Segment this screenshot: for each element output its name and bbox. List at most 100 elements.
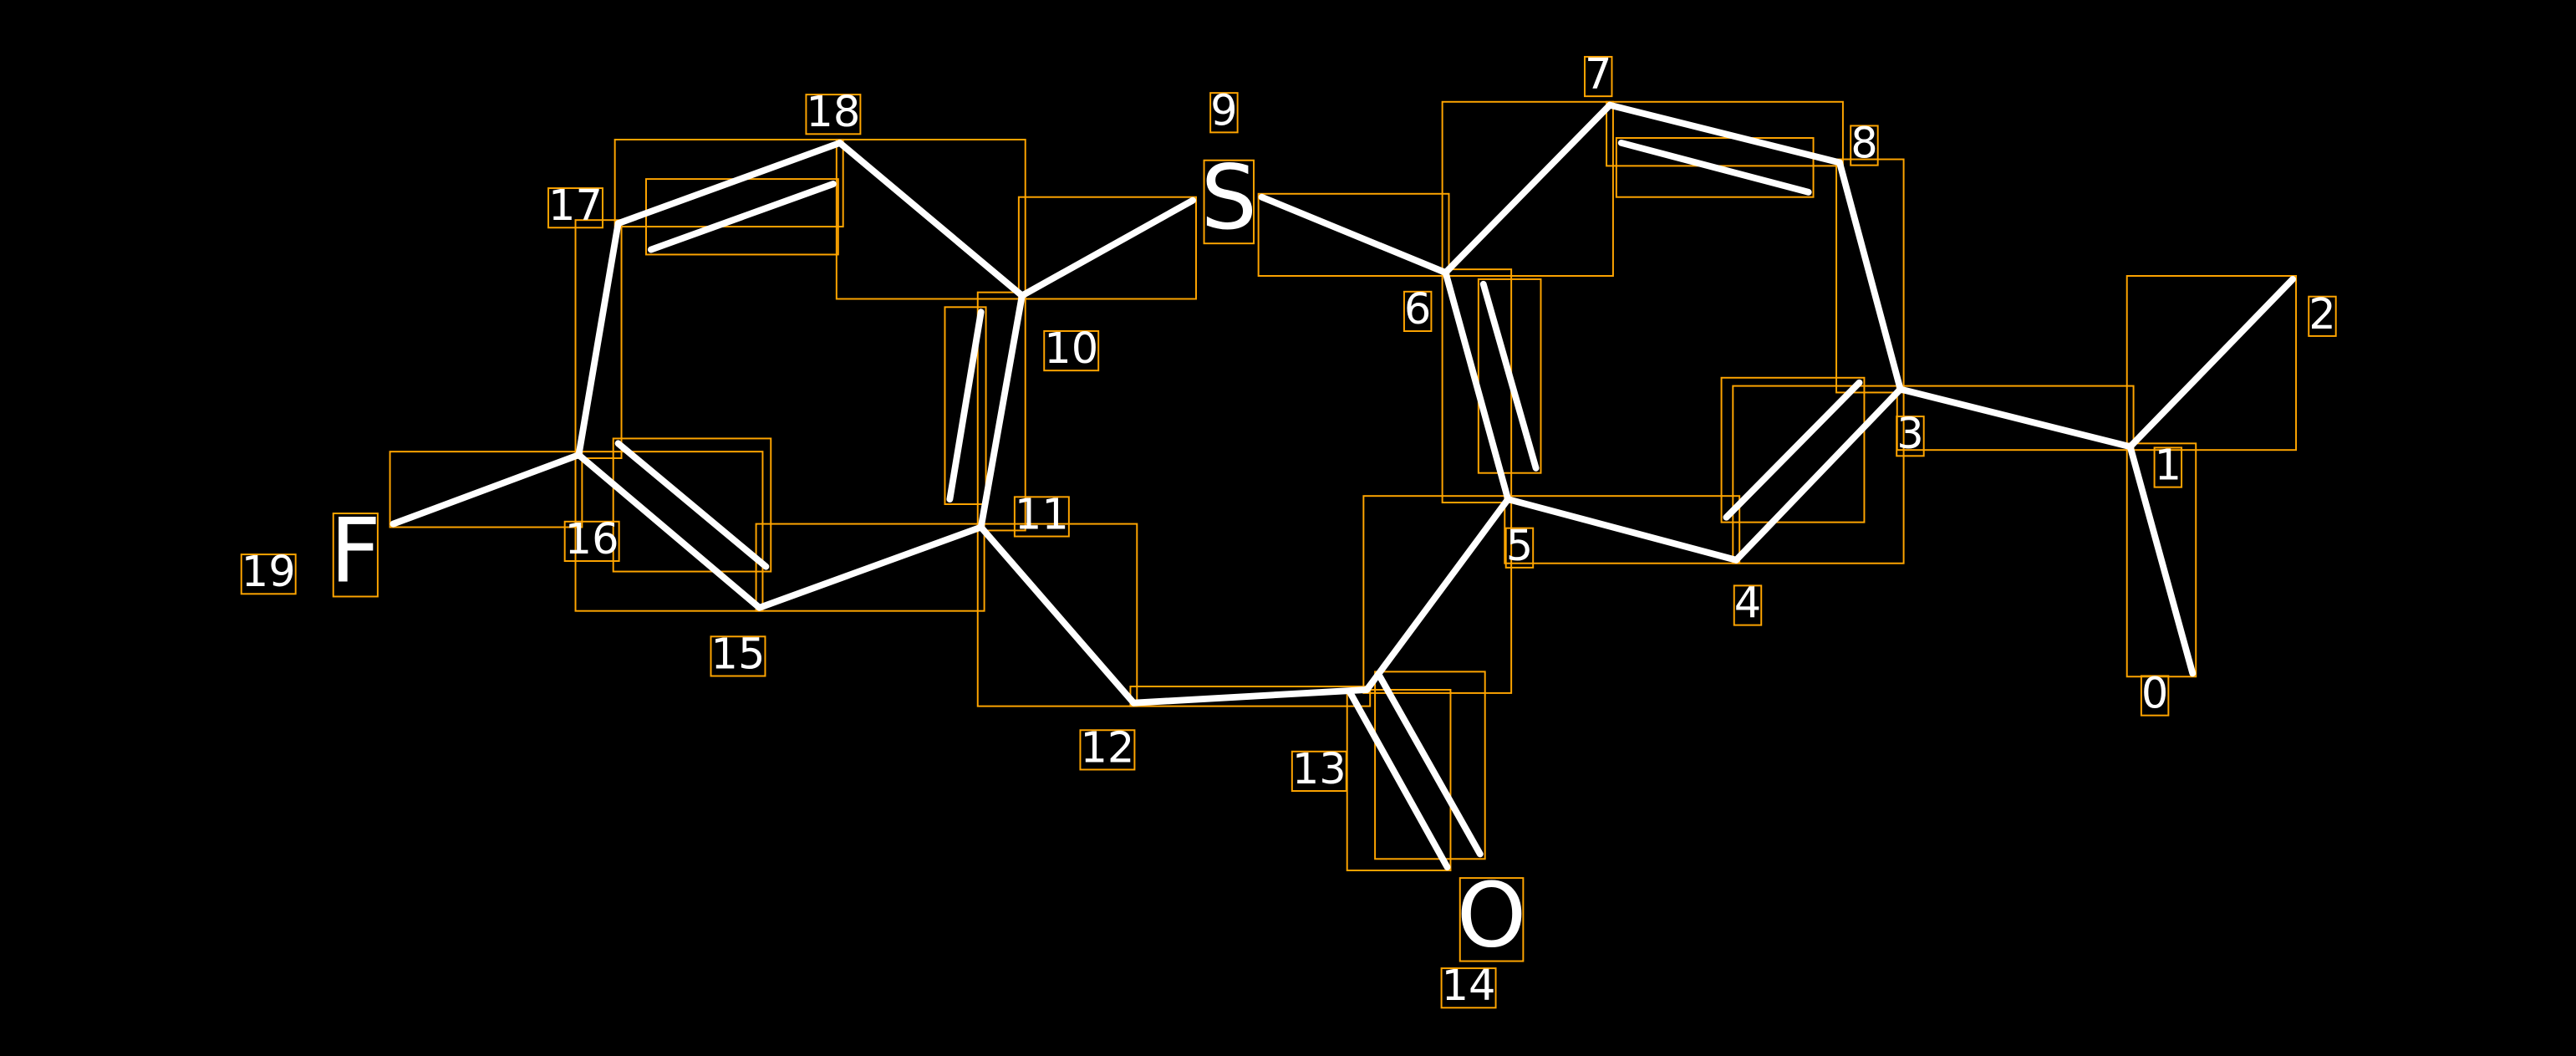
bond-13-5 — [1363, 496, 1512, 693]
atom-index-box — [1403, 290, 1433, 333]
bond-box-4-3-second — [1720, 376, 1866, 523]
bond-box-15-11 — [755, 523, 985, 612]
bond-box-8-7-second — [1615, 137, 1815, 198]
bond-box-13-5 — [1362, 495, 1513, 694]
bond-11-10 — [977, 292, 1026, 531]
bond-16-15-second-line — [614, 440, 770, 570]
atom-index-box — [1440, 967, 1497, 1009]
bond-box-8-7 — [1606, 100, 1844, 167]
atom-index-19: 19 — [242, 548, 296, 597]
atom-index-box — [1733, 584, 1763, 626]
atom-index-13: 13 — [1292, 745, 1347, 794]
atom-index-box — [563, 520, 620, 562]
atom-index-0: 0 — [2141, 670, 2168, 719]
bond-8-7 — [1606, 101, 1843, 166]
bond-box-4-3 — [1732, 385, 1905, 564]
atom-index-10: 10 — [1044, 324, 1098, 374]
bonds — [389, 101, 2297, 871]
bond-5-4 — [1504, 496, 1740, 564]
atom-index-box — [1291, 750, 1347, 792]
bond-box-5-6-second — [1477, 278, 1542, 474]
bond-box-3-8 — [1835, 158, 1905, 394]
atom-index-box — [1504, 527, 1535, 569]
bond-9-10 — [1018, 196, 1197, 299]
bond-box-1-2 — [2125, 275, 2298, 451]
bond-18-17-second-line — [647, 181, 837, 253]
bond-17-16 — [575, 220, 622, 459]
bond-18-17 — [614, 139, 843, 227]
atom-index-box — [1043, 329, 1100, 372]
bond-16-19 — [389, 451, 583, 528]
bond-4-3 — [1733, 385, 1904, 564]
bond-box-5-4 — [1504, 495, 1741, 564]
atom-symbol-O: O — [1457, 865, 1526, 967]
atom-index-box — [1079, 729, 1136, 771]
atom-index-box — [240, 554, 297, 595]
bond-13-14-second-line — [1377, 673, 1484, 858]
bond-box-11-10 — [976, 291, 1026, 532]
atom-index-4: 4 — [1734, 579, 1761, 629]
bond-15-11 — [756, 523, 985, 611]
bond-box-11-12 — [976, 523, 1138, 707]
bond-1-2 — [2126, 275, 2297, 451]
bond-box-13-14-second — [1374, 671, 1486, 860]
atom-index-14: 14 — [1442, 962, 1496, 1011]
atom-symbol-S: S — [1201, 147, 1257, 250]
atom-index-box — [710, 635, 766, 677]
bond-box-16-15 — [574, 451, 764, 612]
bond-box-9-10 — [1017, 196, 1197, 300]
bond-8-7-second-line — [1617, 139, 1812, 196]
atom-index-17: 17 — [548, 181, 603, 231]
atom-index-box — [1896, 416, 1925, 457]
bond-5-6-second-line — [1479, 280, 1540, 472]
bond-11-12 — [977, 523, 1138, 707]
bond-box-17-16 — [574, 219, 623, 460]
atom-symbol-box — [1203, 159, 1255, 245]
atom-index-15: 15 — [710, 630, 765, 679]
atom-index-5: 5 — [1506, 522, 1533, 571]
bond-4-3-second-line — [1723, 379, 1863, 521]
atom-index-box — [2153, 446, 2183, 488]
atom-index-12: 12 — [1080, 723, 1134, 773]
bond-box-11-10-second — [944, 306, 987, 506]
atom-symbol-F: F — [330, 500, 381, 603]
atom-index-box — [547, 187, 603, 229]
atom-index-box — [2140, 675, 2170, 717]
bond-box-6-9 — [1257, 192, 1450, 277]
bond-box-16-15-second — [612, 437, 772, 573]
bond-1-3 — [1896, 385, 2134, 451]
bond-6-9 — [1258, 193, 1449, 276]
bond-0-1 — [2126, 443, 2197, 677]
atom-index-box — [1013, 496, 1070, 538]
atom-symbol-box — [332, 513, 379, 598]
bounding-boxes — [240, 55, 2337, 1009]
atom-index-7: 7 — [1585, 50, 1611, 99]
atom-index-1: 1 — [2155, 441, 2181, 491]
atom-index-3: 3 — [1896, 410, 1923, 459]
bond-5-6 — [1442, 269, 1512, 503]
bond-box-7-6 — [1441, 100, 1614, 277]
bond-11-10-second-line — [946, 309, 985, 503]
atom-index-box — [1584, 55, 1613, 98]
bond-12-13 — [1130, 686, 1371, 707]
atom-index-18: 18 — [806, 88, 860, 137]
bond-box-16-19 — [389, 451, 583, 528]
atom-index-box — [2308, 295, 2337, 337]
bond-7-6 — [1442, 101, 1613, 276]
atom-index-11: 11 — [1015, 490, 1069, 539]
atom-index-16: 16 — [565, 515, 619, 564]
atom-index-2: 2 — [2309, 290, 2335, 339]
atom-index-8: 8 — [1851, 120, 1877, 169]
atom-index-box — [805, 94, 862, 135]
bond-box-18-17 — [613, 138, 844, 228]
atom-symbol-box — [1459, 877, 1525, 962]
bond-box-10-18 — [835, 138, 1026, 300]
bond-10-18 — [836, 139, 1026, 299]
atom-index-6: 6 — [1404, 285, 1431, 334]
bond-13-14 — [1347, 689, 1451, 871]
atom-index-box — [1850, 125, 1879, 166]
atom-index-box — [1209, 92, 1239, 134]
